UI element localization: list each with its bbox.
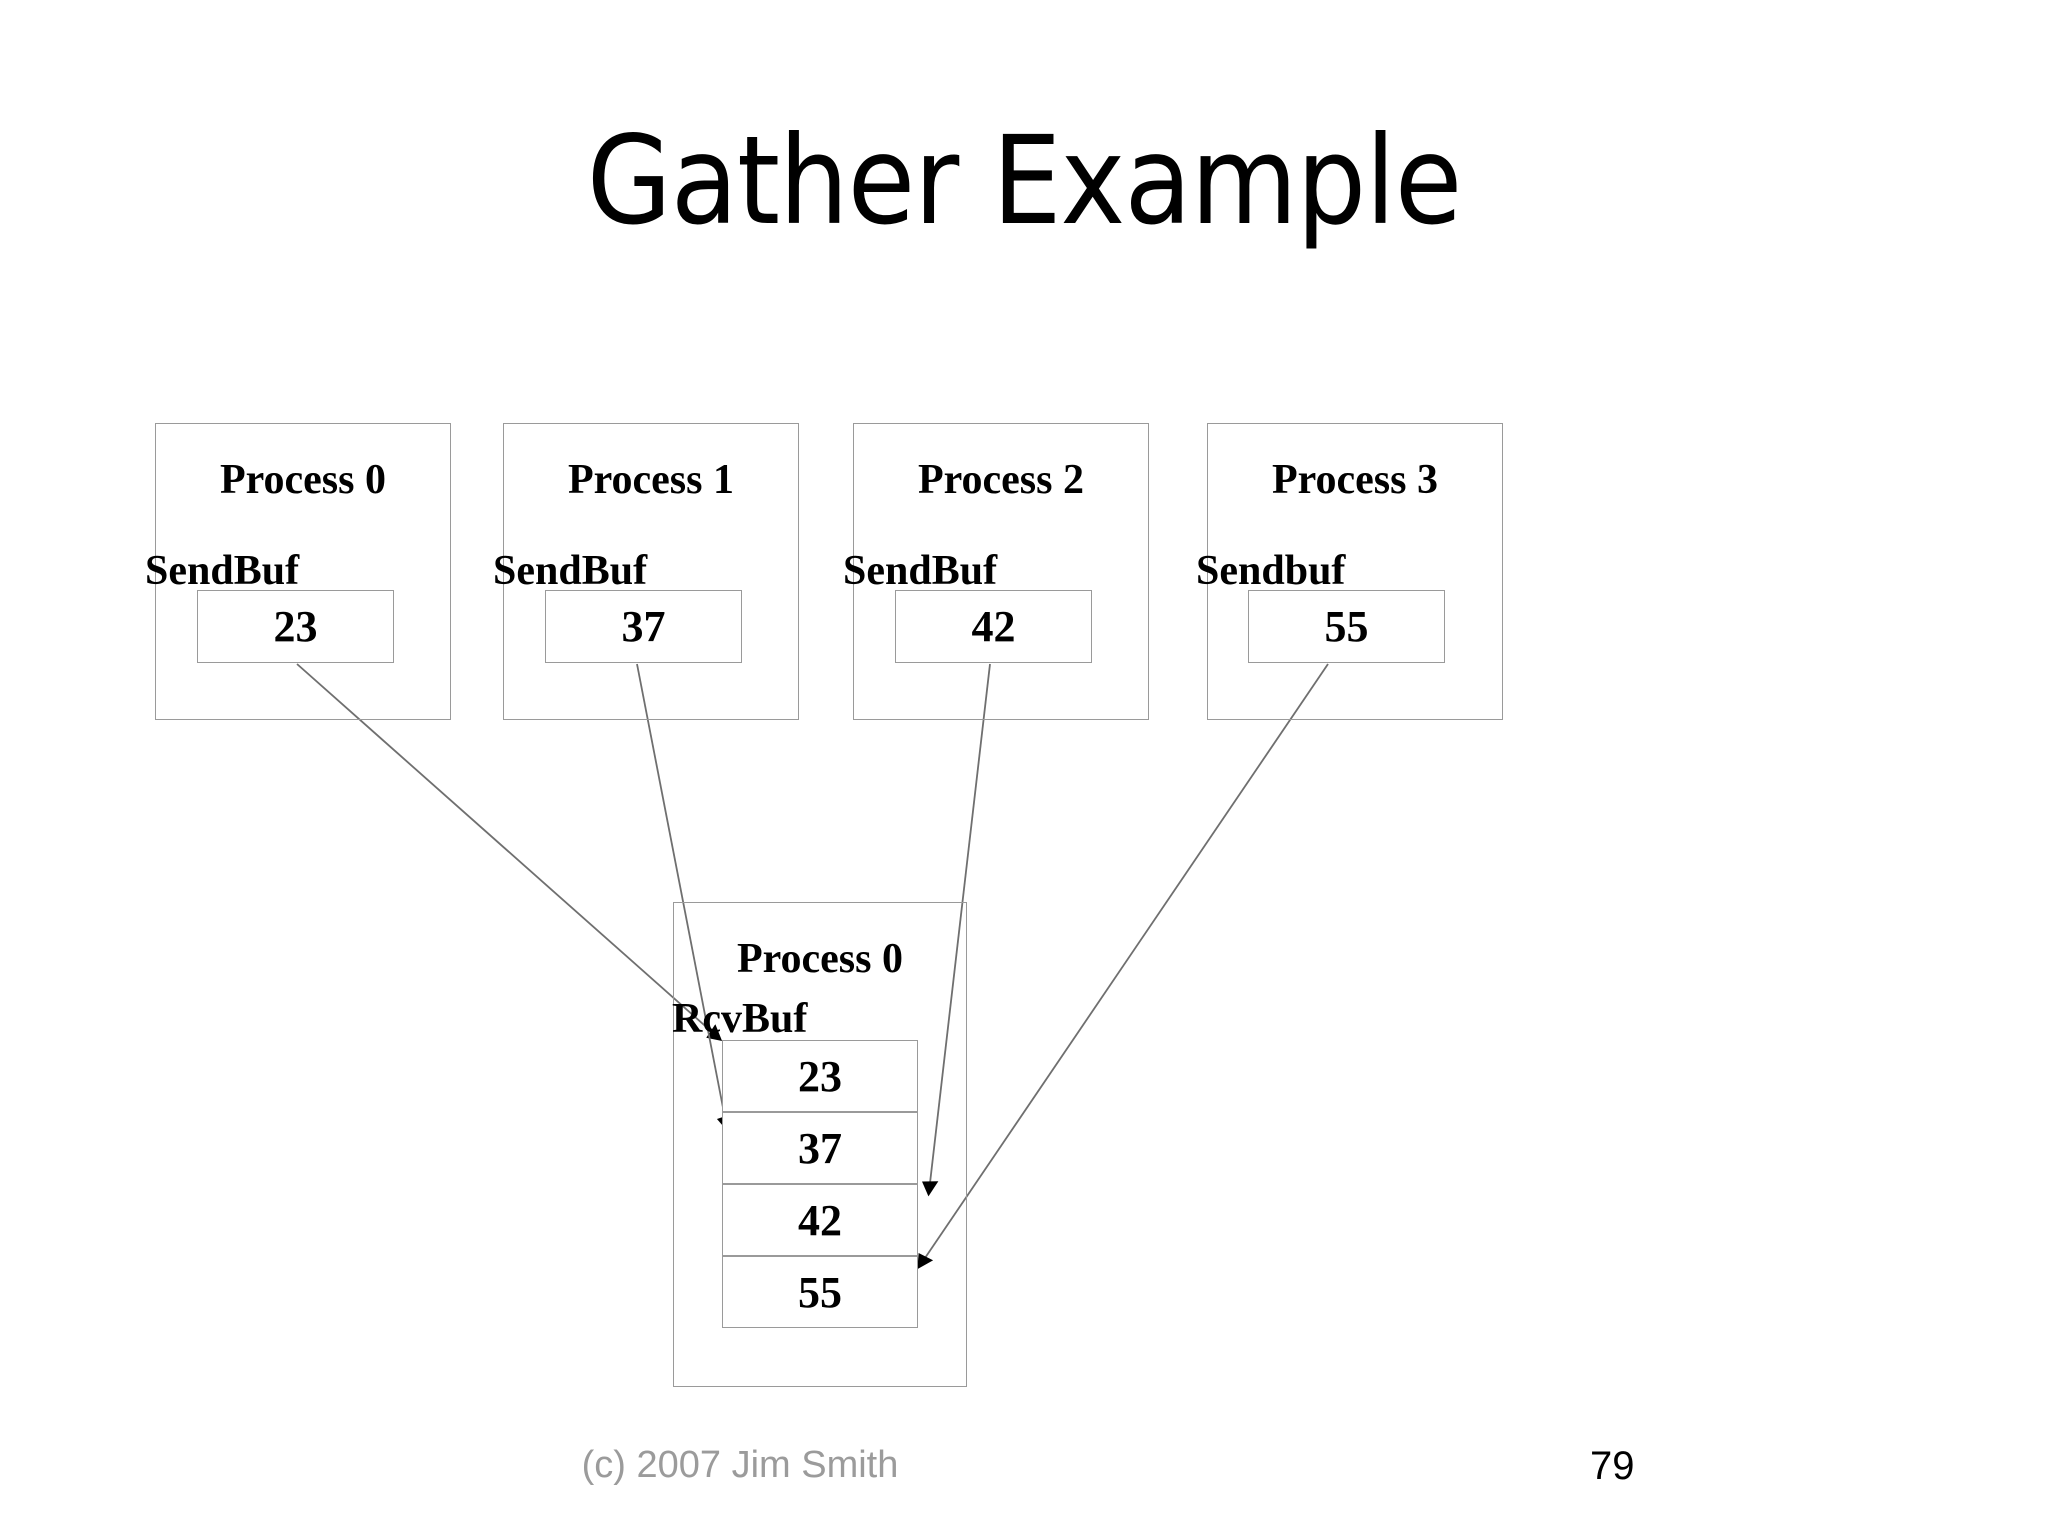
sendbuf-label-1: SendBuf [493, 548, 648, 594]
process-title-1: Process 1 [567, 457, 734, 503]
page-number: 79 [1590, 1444, 1635, 1488]
sendbuf-value-0: 23 [197, 590, 394, 663]
sendbuf-label-3: Sendbuf [1196, 548, 1346, 594]
rcvbuf-label: RcvBuf [672, 996, 808, 1042]
rcvbuf-row-2: 42 [722, 1184, 918, 1256]
footer-copyright: (c) 2007 Jim Smith [581, 1444, 899, 1486]
process-title-2: Process 2 [917, 457, 1084, 503]
process-box-3: Process 3 [1207, 423, 1503, 720]
sendbuf-label-0: SendBuf [145, 548, 300, 594]
sendbuf-value-3: 55 [1248, 590, 1445, 663]
gather-arrow-3 [917, 663, 1329, 1270]
rcvbuf-row-3: 55 [722, 1256, 918, 1328]
process-box-2: Process 2 [853, 423, 1149, 720]
process-box-0: Process 0 [155, 423, 451, 720]
receiver-process-title: Process 0 [736, 936, 903, 982]
receiver-process-box: Process 0 [673, 902, 967, 1387]
sendbuf-value-2: 42 [895, 590, 1092, 663]
process-box-1: Process 1 [503, 423, 799, 720]
process-title-3: Process 3 [1271, 457, 1438, 503]
rcvbuf-row-1: 37 [722, 1112, 918, 1184]
process-title-0: Process 0 [219, 457, 386, 503]
sendbuf-label-2: SendBuf [843, 548, 998, 594]
page-title: Gather Example [586, 110, 1463, 252]
sendbuf-value-1: 37 [545, 590, 742, 663]
rcvbuf-row-0: 23 [722, 1040, 918, 1112]
